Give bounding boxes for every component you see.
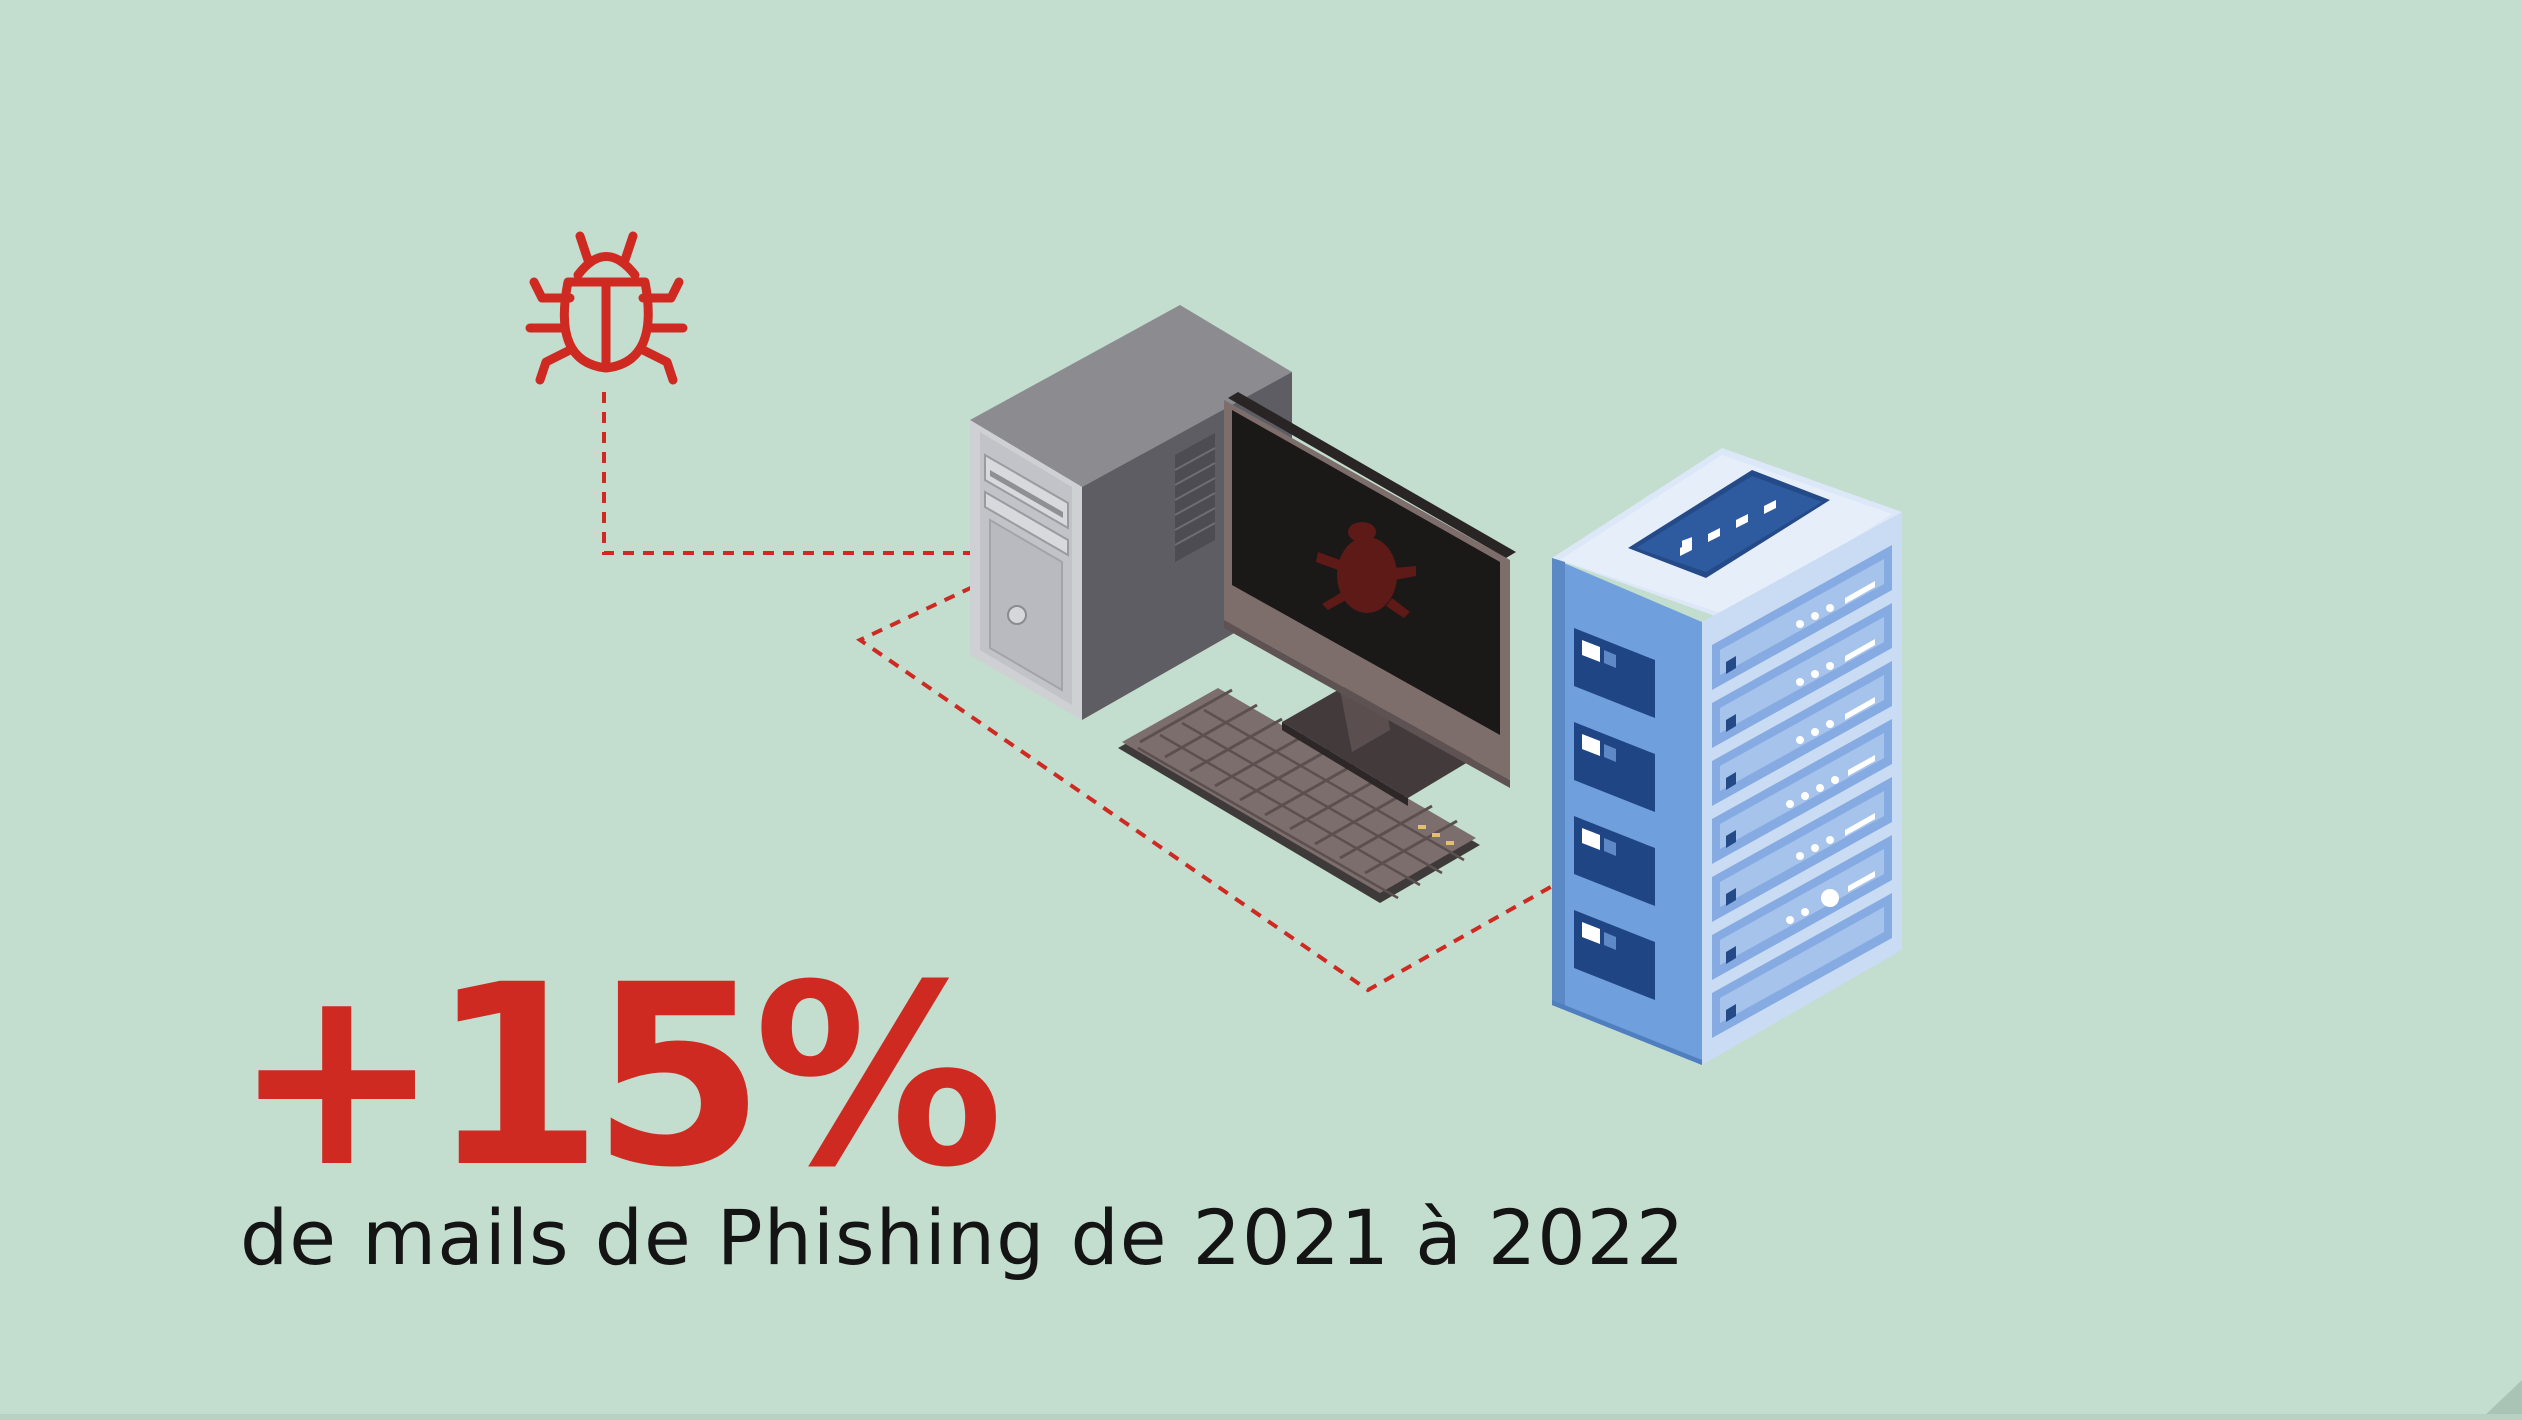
- connection-lines: [602, 392, 1596, 993]
- keyboard-icon: [1118, 688, 1480, 903]
- bottom-strip: [0, 1414, 2522, 1420]
- stat-value: +15%: [232, 931, 1004, 1222]
- server-right-slots: [1712, 545, 1892, 1038]
- corner-fold: [2480, 1380, 2522, 1420]
- bug-icon: [525, 231, 688, 385]
- server-left-slots: [1574, 628, 1655, 1000]
- screen-bug-icon: [1316, 522, 1416, 618]
- stat-caption: de mails de Phishing de 2021 à 2022: [240, 1193, 1686, 1282]
- server-rack-icon: [1552, 448, 1902, 1065]
- monitor-icon: [1224, 392, 1516, 806]
